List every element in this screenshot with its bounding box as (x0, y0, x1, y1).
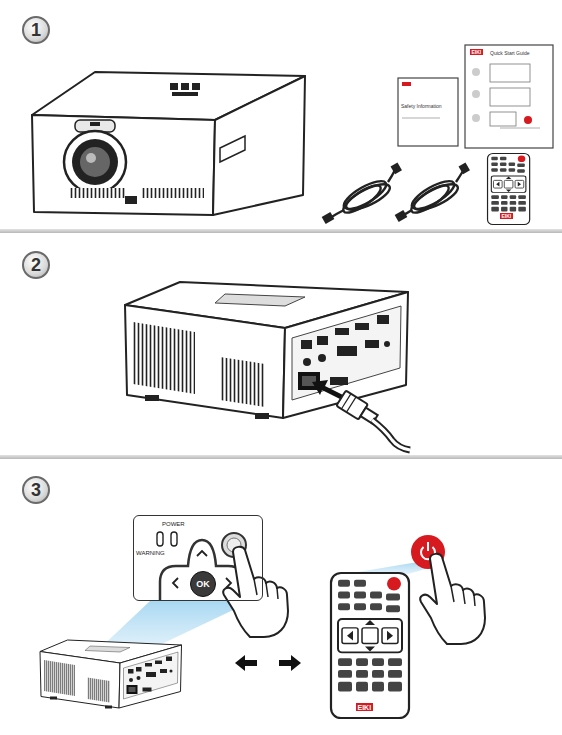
brand-logo: EIKI (470, 49, 483, 55)
document-title: Safety Information (401, 104, 442, 109)
step-number: 3 (22, 476, 50, 504)
control-panel: POWER WARNING OK (133, 515, 263, 601)
button-label: 3 (31, 481, 41, 499)
button-label: 2 (31, 256, 41, 274)
step-number: 1 (22, 16, 50, 44)
document-title: Quick Start Guide (490, 51, 529, 56)
indicator-label: WARNING (136, 550, 165, 556)
ok-button: OK (190, 571, 216, 597)
indicator-label: POWER (162, 521, 185, 527)
brand-logo: EIKI (356, 703, 373, 711)
step-number: 2 (22, 251, 50, 279)
button-label: OK (196, 580, 210, 589)
brand-logo: EIKI (500, 213, 513, 219)
button-label: 1 (31, 21, 41, 39)
